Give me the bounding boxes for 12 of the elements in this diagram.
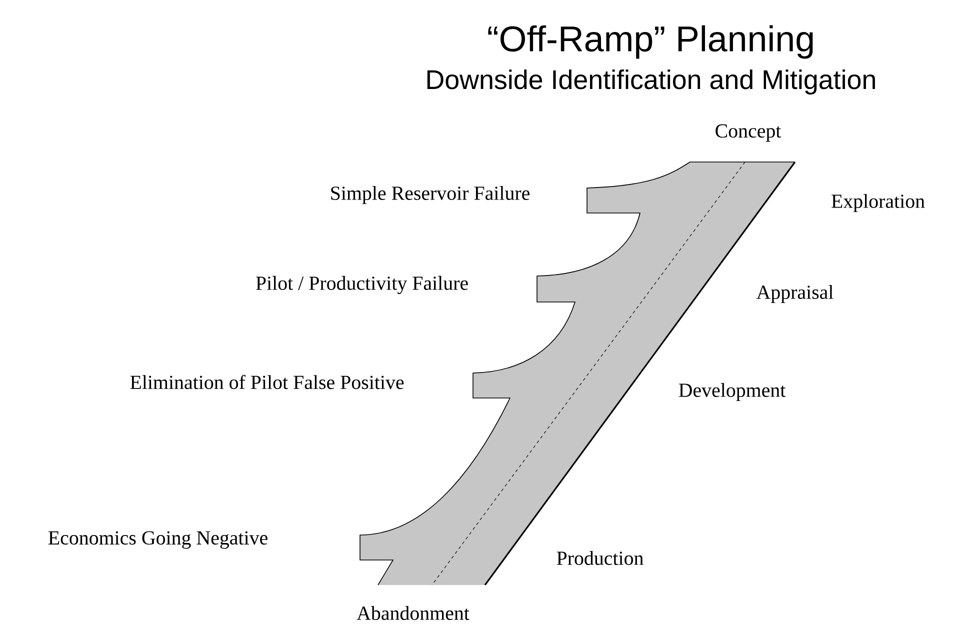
- stage-label: Concept: [716, 124, 782, 142]
- off-ramp-label: Economics Going Negative: [48, 531, 268, 549]
- stage-label: Production: [556, 550, 644, 565]
- title: “Off-Ramp” Planning: [488, 25, 813, 59]
- off-ramp-label: Simple Reservoir Failure: [331, 186, 530, 204]
- subtitle: Downside Identification and Mitigation: [427, 69, 875, 95]
- stage-label: Exploration: [832, 194, 925, 212]
- off-ramp-label: Pilot / Productivity Failure: [256, 276, 468, 294]
- stage-label: Appraisal: [756, 284, 834, 304]
- stage-label: Abandonment: [356, 606, 470, 620]
- off-ramp-label: Elimination of Pilot False Positive: [130, 374, 404, 390]
- stage-label: Development: [678, 382, 786, 402]
